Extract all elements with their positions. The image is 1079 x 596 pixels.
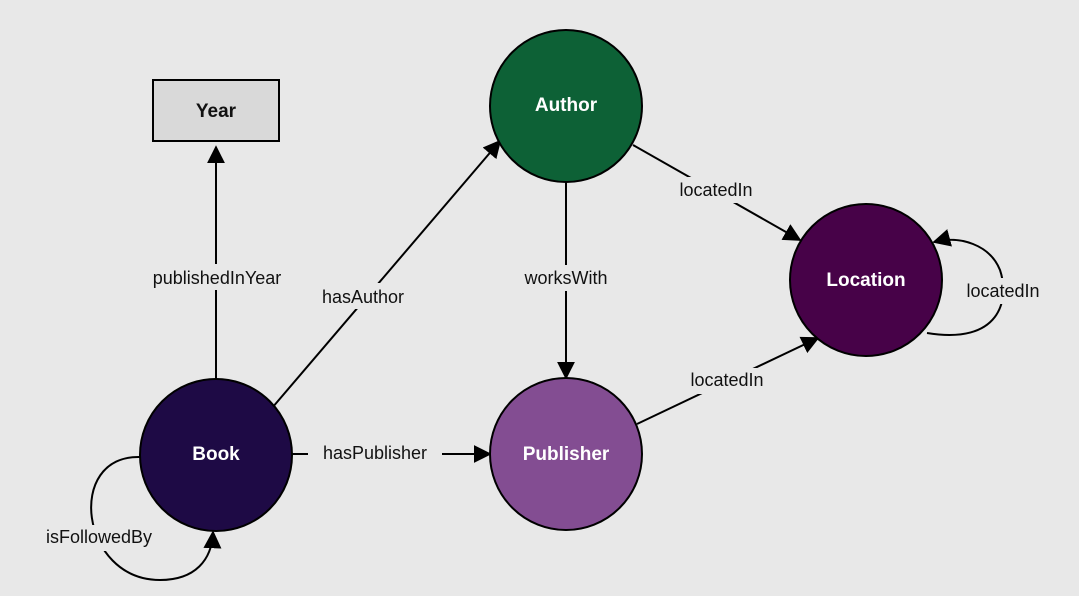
node-author-label: Author [535,95,598,116]
node-publisher-label: Publisher [523,444,610,465]
node-book-label: Book [192,444,240,465]
label-has-author: hasAuthor [322,287,404,307]
label-is-followed-by: isFollowedBy [46,527,152,547]
edge-is-followed-by [90,455,222,582]
label-author-located-in: locatedIn [679,180,752,200]
node-year[interactable]: Year [152,79,280,142]
node-year-label: Year [196,101,237,122]
node-book[interactable]: Book [139,378,293,532]
label-location-located-in: locatedIn [966,281,1039,301]
node-location-label: Location [826,270,905,291]
node-location[interactable]: Location [789,203,943,357]
edge-location-located-in [926,229,1005,336]
label-works-with: worksWith [523,268,607,288]
node-publisher[interactable]: Publisher [489,377,643,531]
label-has-publisher: hasPublisher [323,443,427,463]
edge-has-author [271,139,502,409]
node-author[interactable]: Author [489,29,643,183]
label-published-in-year: publishedInYear [153,268,281,288]
label-publisher-located-in: locatedIn [690,370,763,390]
